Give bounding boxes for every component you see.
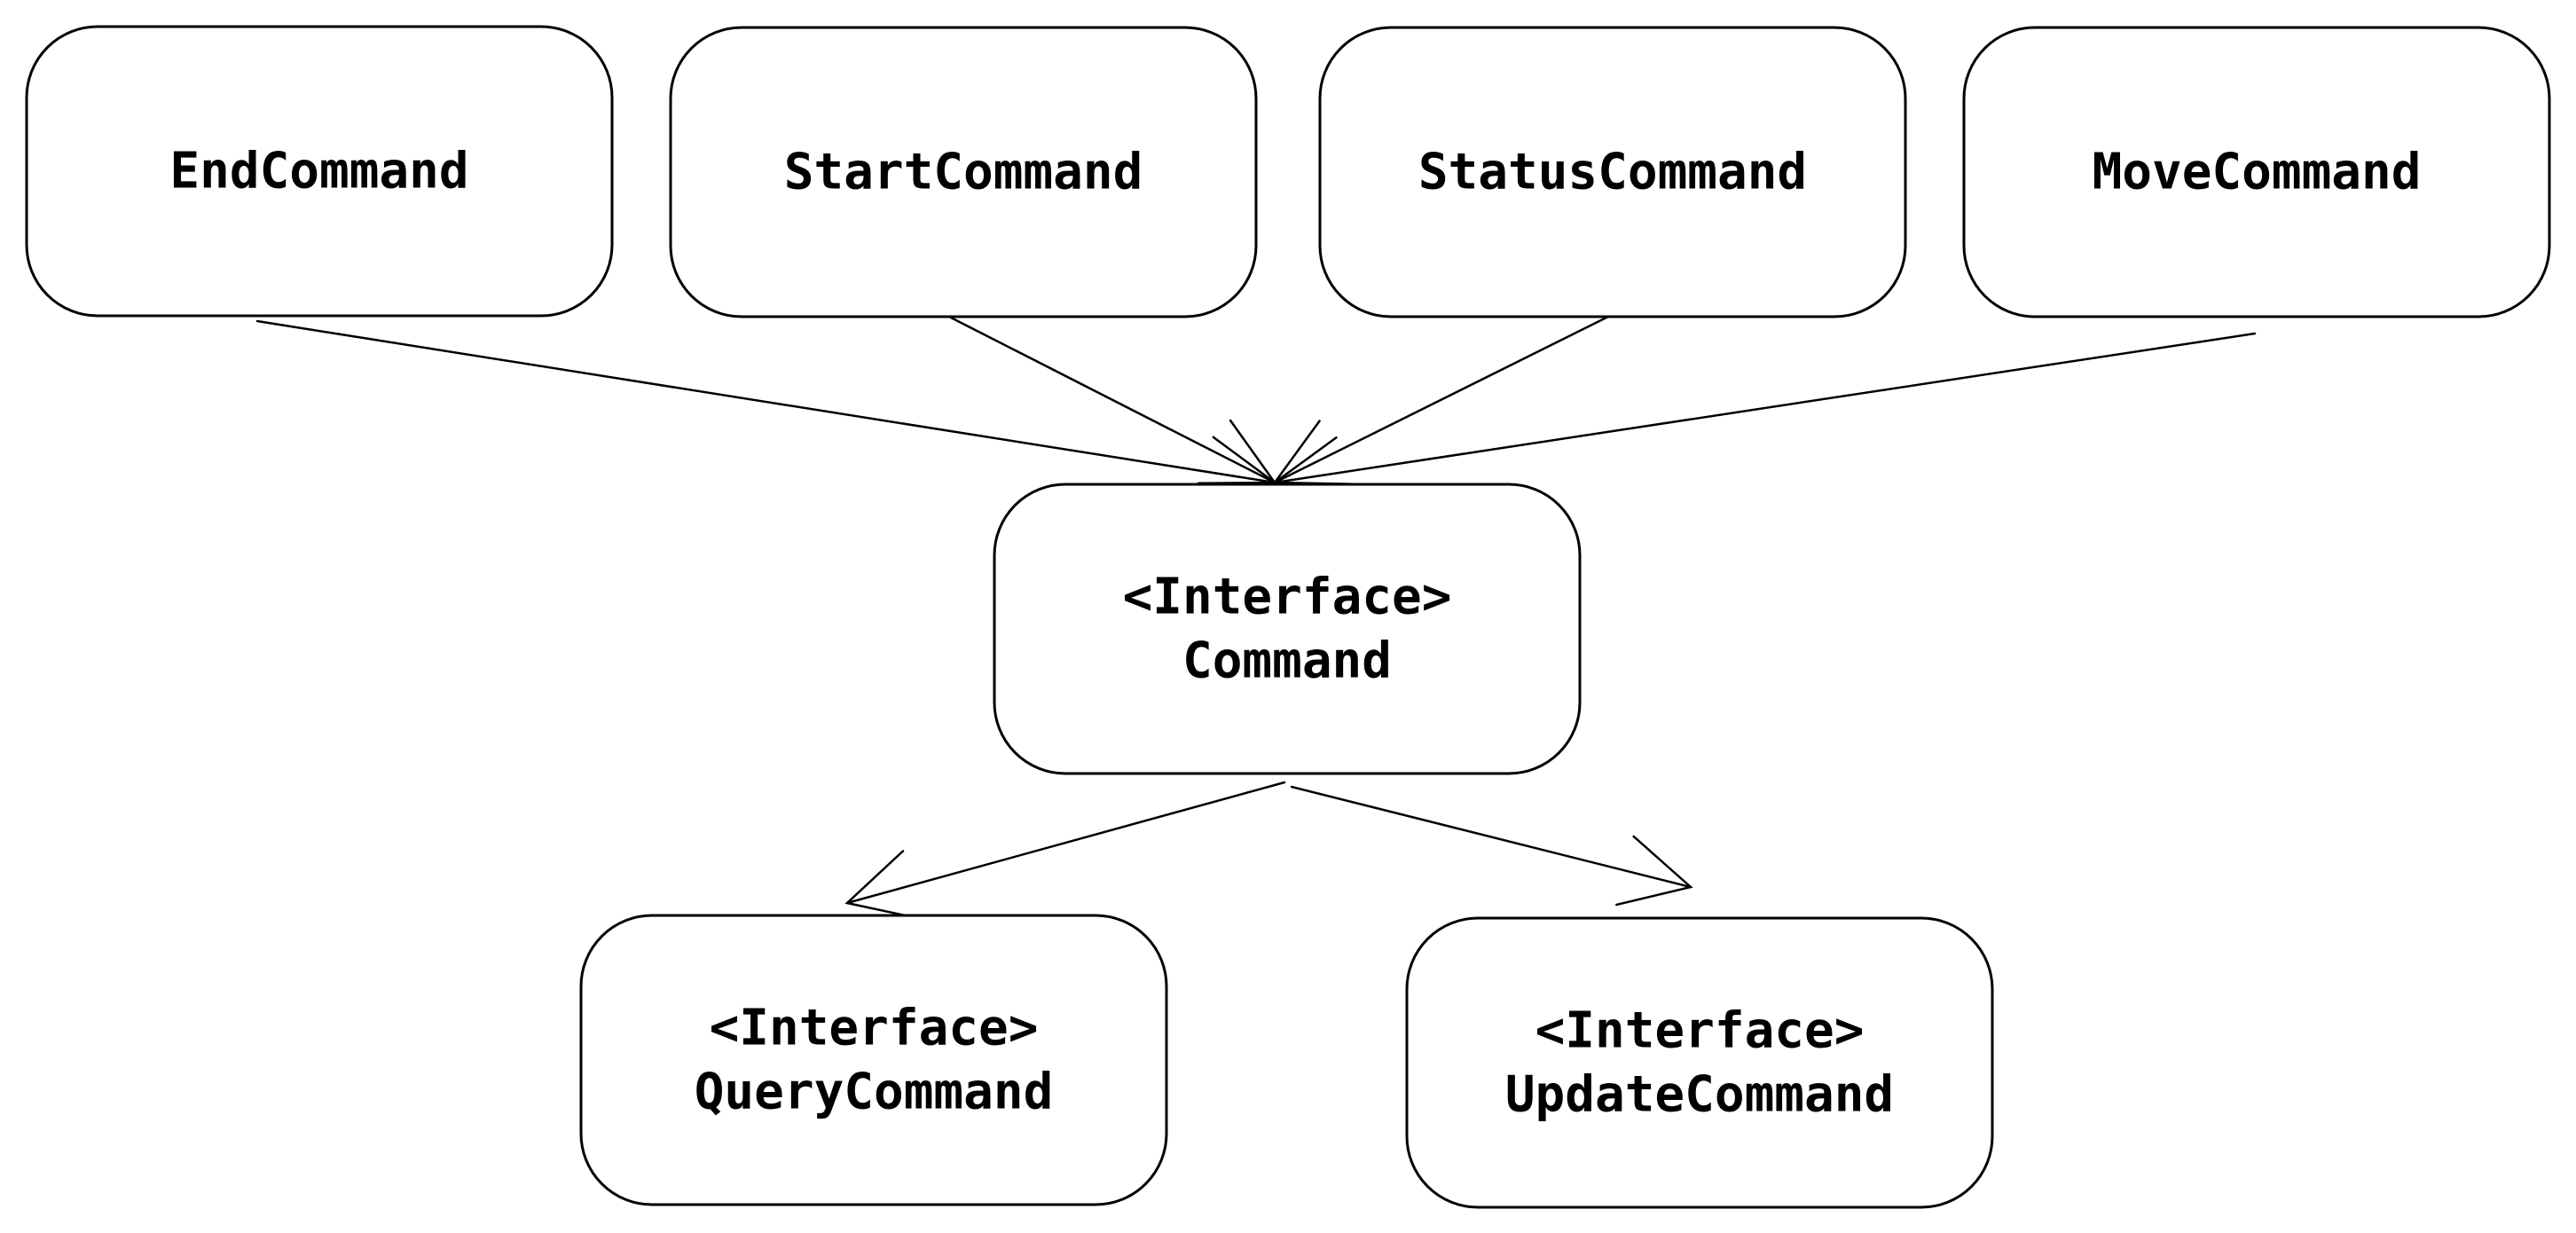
edge-line: [1290, 785, 1692, 889]
node-label: Command: [1182, 632, 1392, 690]
edge-line: [255, 319, 1276, 484]
node-label: StatusCommand: [1418, 144, 1807, 201]
arrow-head: [1615, 835, 1693, 907]
node-label: <Interface>: [710, 1000, 1039, 1057]
nodes-layer: EndCommand StartCommand StatusCommand MoveC…: [25, 25, 2551, 1209]
node-box: [669, 26, 1258, 318]
edge-command-to-update-command: [1290, 785, 1693, 907]
node-update-command: <Interface> UpdateCommand: [1405, 916, 1994, 1209]
node-label: UpdateCommand: [1505, 1066, 1894, 1124]
edge-line: [845, 781, 1286, 905]
edge-end-command-to-command: [255, 319, 1277, 508]
node-move-command: MoveCommand: [1962, 26, 2551, 318]
node-end-command: EndCommand: [25, 25, 614, 318]
node-label: EndCommand: [169, 143, 468, 200]
edge-move-command-to-command: [1272, 332, 2257, 509]
edge-line: [946, 314, 1276, 484]
arrow-head: [844, 850, 923, 921]
edge-line: [1273, 314, 1612, 484]
edge-status-command-to-command: [1272, 314, 1612, 485]
node-label: MoveCommand: [2093, 144, 2422, 201]
node-status-command: StatusCommand: [1318, 26, 1907, 318]
node-box: [1405, 916, 1994, 1209]
node-label: StartCommand: [784, 144, 1143, 201]
node-label: <Interface>: [1535, 1002, 1865, 1060]
node-box: [1318, 26, 1907, 318]
node-box: [25, 25, 614, 318]
edge-line: [1273, 332, 2257, 484]
node-start-command: StartCommand: [669, 26, 1258, 318]
node-label: QueryCommand: [695, 1064, 1054, 1121]
node-query-command: <Interface> QueryCommand: [579, 914, 1168, 1206]
node-box: [579, 914, 1168, 1206]
node-label: <Interface>: [1123, 569, 1452, 626]
edge-command-to-query-command: [844, 781, 1286, 921]
node-command: <Interface> Command: [993, 483, 1582, 775]
edge-start-command-to-command: [946, 314, 1277, 485]
node-box: [1962, 26, 2551, 318]
node-box: [993, 483, 1582, 775]
